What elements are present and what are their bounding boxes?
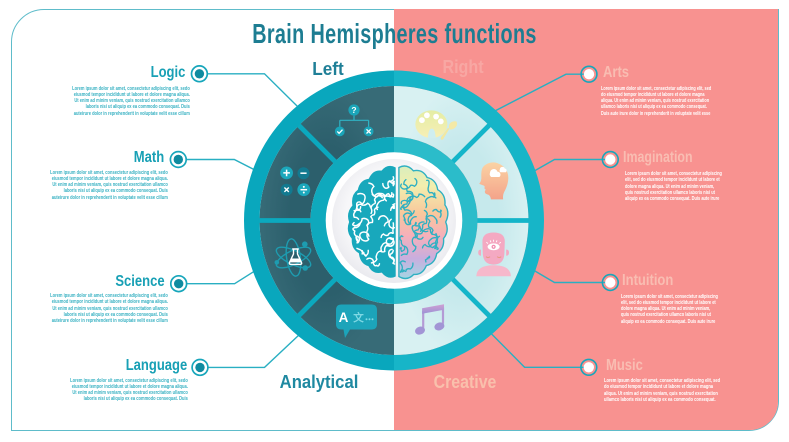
- svg-text:文: 文: [352, 311, 364, 324]
- svg-text:?: ?: [351, 105, 356, 115]
- svg-text:A: A: [339, 310, 349, 325]
